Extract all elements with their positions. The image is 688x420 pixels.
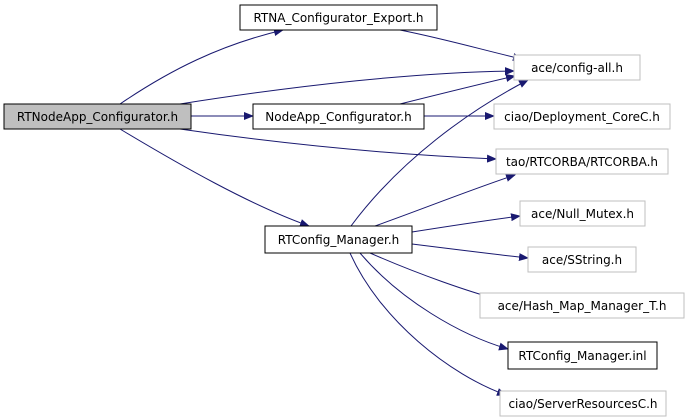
node-label: NodeApp_Configurator.h: [265, 110, 411, 124]
node-label: RTConfig_Manager.h: [278, 233, 400, 247]
edge-rtconfig-to-inl: [359, 252, 509, 351]
node-rtcorba[interactable]: tao/RTCORBA/RTCORBA.h: [495, 148, 669, 175]
node-rtna-export[interactable]: RTNA_Configurator_Export.h: [239, 4, 438, 31]
node-label: ace/config-all.h: [531, 61, 623, 75]
node-label: RTNA_Configurator_Export.h: [253, 11, 423, 25]
node-sstring[interactable]: ace/SString.h: [527, 246, 637, 273]
node-server-resources[interactable]: ciao/ServerResourcesC.h: [499, 390, 667, 417]
node-label: tao/RTCORBA/RTCORBA.h: [506, 155, 658, 169]
edge-root-to-rtcorba: [179, 128, 497, 163]
node-rtconfig-manager[interactable]: RTConfig_Manager.h: [264, 225, 413, 254]
edge-rtconfig-to-null-mutex: [411, 213, 521, 233]
node-label: ace/Null_Mutex.h: [531, 207, 634, 221]
node-label: ace/Hash_Map_Manager_T.h: [498, 299, 667, 313]
node-label: RTConfig_Manager.inl: [518, 349, 646, 363]
node-hash-map[interactable]: ace/Hash_Map_Manager_T.h: [479, 292, 685, 319]
edge-rtconfig-to-rtcorba: [374, 174, 516, 227]
node-label: ciao/ServerResourcesC.h: [508, 397, 657, 411]
node-root[interactable]: RTNodeApp_Configurator.h: [3, 103, 192, 130]
edge-rtconfig-to-sstring: [411, 243, 529, 262]
edge-rtconfig-to-server-resources: [349, 252, 507, 396]
edge-nodeapp-to-config-all: [399, 74, 516, 105]
node-nodeapp-config[interactable]: NodeApp_Configurator.h: [252, 103, 425, 130]
edge-root-to-rtconfig-manager: [119, 128, 310, 227]
edge-root-to-config-all: [179, 67, 515, 105]
edges: [119, 28, 529, 396]
node-label: ciao/Deployment_CoreC.h: [504, 110, 660, 124]
node-label: ace/SString.h: [542, 253, 622, 267]
node-deployment-corec[interactable]: ciao/Deployment_CoreC.h: [493, 103, 671, 130]
node-label: RTNodeApp_Configurator.h: [17, 110, 178, 124]
node-rtconfig-inl[interactable]: RTConfig_Manager.inl: [507, 341, 658, 370]
edge-rtconfig-to-config-all: [350, 79, 529, 227]
node-null-mutex[interactable]: ace/Null_Mutex.h: [519, 200, 646, 227]
edge-root-to-rtna-export: [119, 28, 284, 105]
edge-rtna-export-to-config-all: [399, 29, 523, 61]
node-config-all[interactable]: ace/config-all.h: [513, 54, 641, 81]
